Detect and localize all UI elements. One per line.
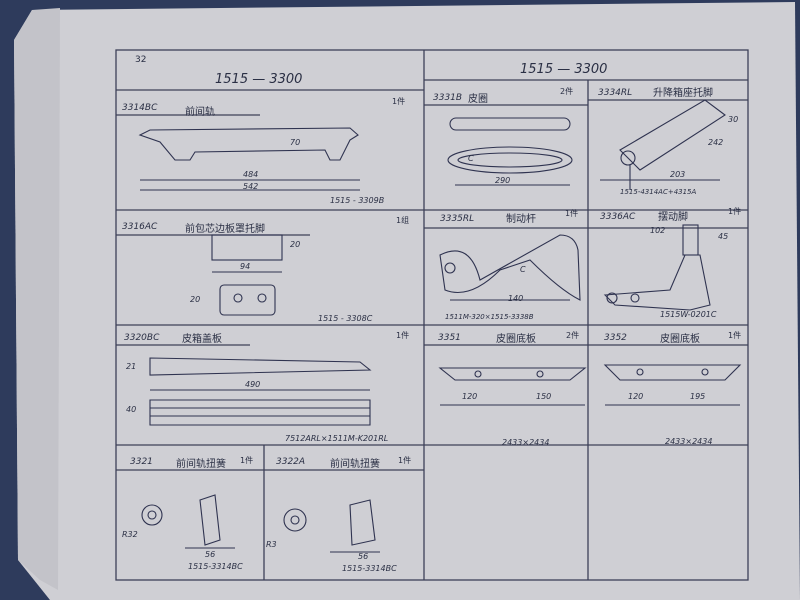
cell-3321-part-no: 1515-3314BC [188,562,243,571]
cell-3352-dim-1: 120 [628,392,644,401]
cell-3352-dim-2: 195 [690,392,706,401]
cell-3331-dim-2: C [468,154,474,163]
cell-3334-dim-3: 242 [708,138,724,147]
cell-3336-qty: 1件 [728,207,742,216]
cell-3336-dim-1: 102 [650,226,666,235]
cell-3320-qty: 1件 [396,331,410,340]
cell-3322-dim-2: 56 [358,552,369,561]
cell-3331-id: 3331B [433,93,463,103]
cell-3335-id: 3335RL [440,214,475,224]
cell-3331-qty: 2件 [560,87,574,96]
cell-3331-title: 皮圈 [468,94,488,105]
cell-3336-title: 摆动脚 [658,212,688,223]
cell-3316-dim-1: 94 [240,262,251,271]
cell-3314-dim-2: 542 [243,182,259,191]
part-sketches [138,99,742,553]
cell-3316-part-no: 1515 - 3308C [318,314,373,323]
cell-3314-qty: 1件 [392,97,406,106]
page-number: 32 [135,55,147,65]
cell-3321-dim-2: 56 [205,550,216,559]
cell-3334-part-no: 1515-4314AC+4315A [620,188,697,196]
cell-3351-qty: 2件 [566,331,580,340]
cell-3334-dim-1: 203 [670,170,686,179]
cell-3322-title: 前间轨扭簧 [330,459,380,470]
cell-3335-title: 制动杆 [506,214,536,225]
cell-3334-title: 升降箱座托脚 [653,88,713,99]
cell-3320-part-no: 7512ARL×1511M-K201RL [285,434,389,443]
cell-3314-dim-1: 484 [243,170,259,179]
cell-3351-dim-2: 150 [536,392,552,401]
cell-3351-title: 皮圈底板 [496,334,536,345]
cell-3316-title: 前包芯边板罩托脚 [185,224,265,235]
cell-3352-part-no: 2433×2434 [665,437,713,446]
cell-3320-dim-2: 21 [126,362,137,371]
cell-3322-dim-1: R3 [266,540,277,549]
cell-3322-qty: 1件 [398,456,412,465]
cell-3320-title: 皮箱盖板 [182,334,222,345]
cell-3316-id: 3316AC [122,222,158,232]
cell-3336-dim-2: 45 [718,232,729,241]
table-grid [115,49,749,581]
cell-3316-dim-3: 20 [190,295,201,304]
cell-3321-dim-1: R32 [122,530,138,539]
cell-3335-dim-2: C [520,265,526,274]
cell-3336-id: 3336AC [600,212,636,222]
cell-3320-dim-1: 490 [245,380,261,389]
cell-3322-part-no: 1515-3314BC [342,564,397,573]
cell-3314-title: 前间轨 [185,107,215,118]
cell-3314-part-no: 1515 - 3309B [330,196,385,205]
cell-3352-title: 皮圈底板 [660,334,700,345]
cell-3351-id: 3351 [438,333,461,343]
cell-3335-part-no: 1511M-320×1515-3338B [445,313,534,321]
cell-3334-dim-2: 30 [728,115,739,124]
cell-3335-qty: 1件 [565,209,579,218]
cell-3316-qty: 1组 [396,216,410,225]
right-series-header: 1515 — 3300 [520,62,608,77]
cell-3322-id: 3322A [276,457,306,467]
cell-3331-dim-1: 290 [495,176,511,185]
cell-3314-dim-3: 70 [290,138,301,147]
cell-3336-part-no: 1515W-0201C [660,310,717,319]
cell-3335-dim-1: 140 [508,294,524,303]
cell-3321-id: 3321 [130,457,153,467]
cell-3320-dim-3: 40 [126,405,137,414]
cell-3314-id: 3314BC [122,103,158,113]
cell-3321-qty: 1件 [240,456,254,465]
cell-3334-id: 3334RL [598,88,633,98]
cell-3321-title: 前间轨扭簧 [176,459,226,470]
cell-3351-dim-1: 120 [462,392,478,401]
left-series-header: 1515 — 3300 [215,72,303,87]
cell-3352-qty: 1件 [728,331,742,340]
cell-3352-id: 3352 [604,333,627,343]
cell-3316-dim-2: 20 [290,240,301,249]
cell-3320-id: 3320BC [124,333,160,343]
cell-3351-part-no: 2433×2434 [502,438,550,447]
